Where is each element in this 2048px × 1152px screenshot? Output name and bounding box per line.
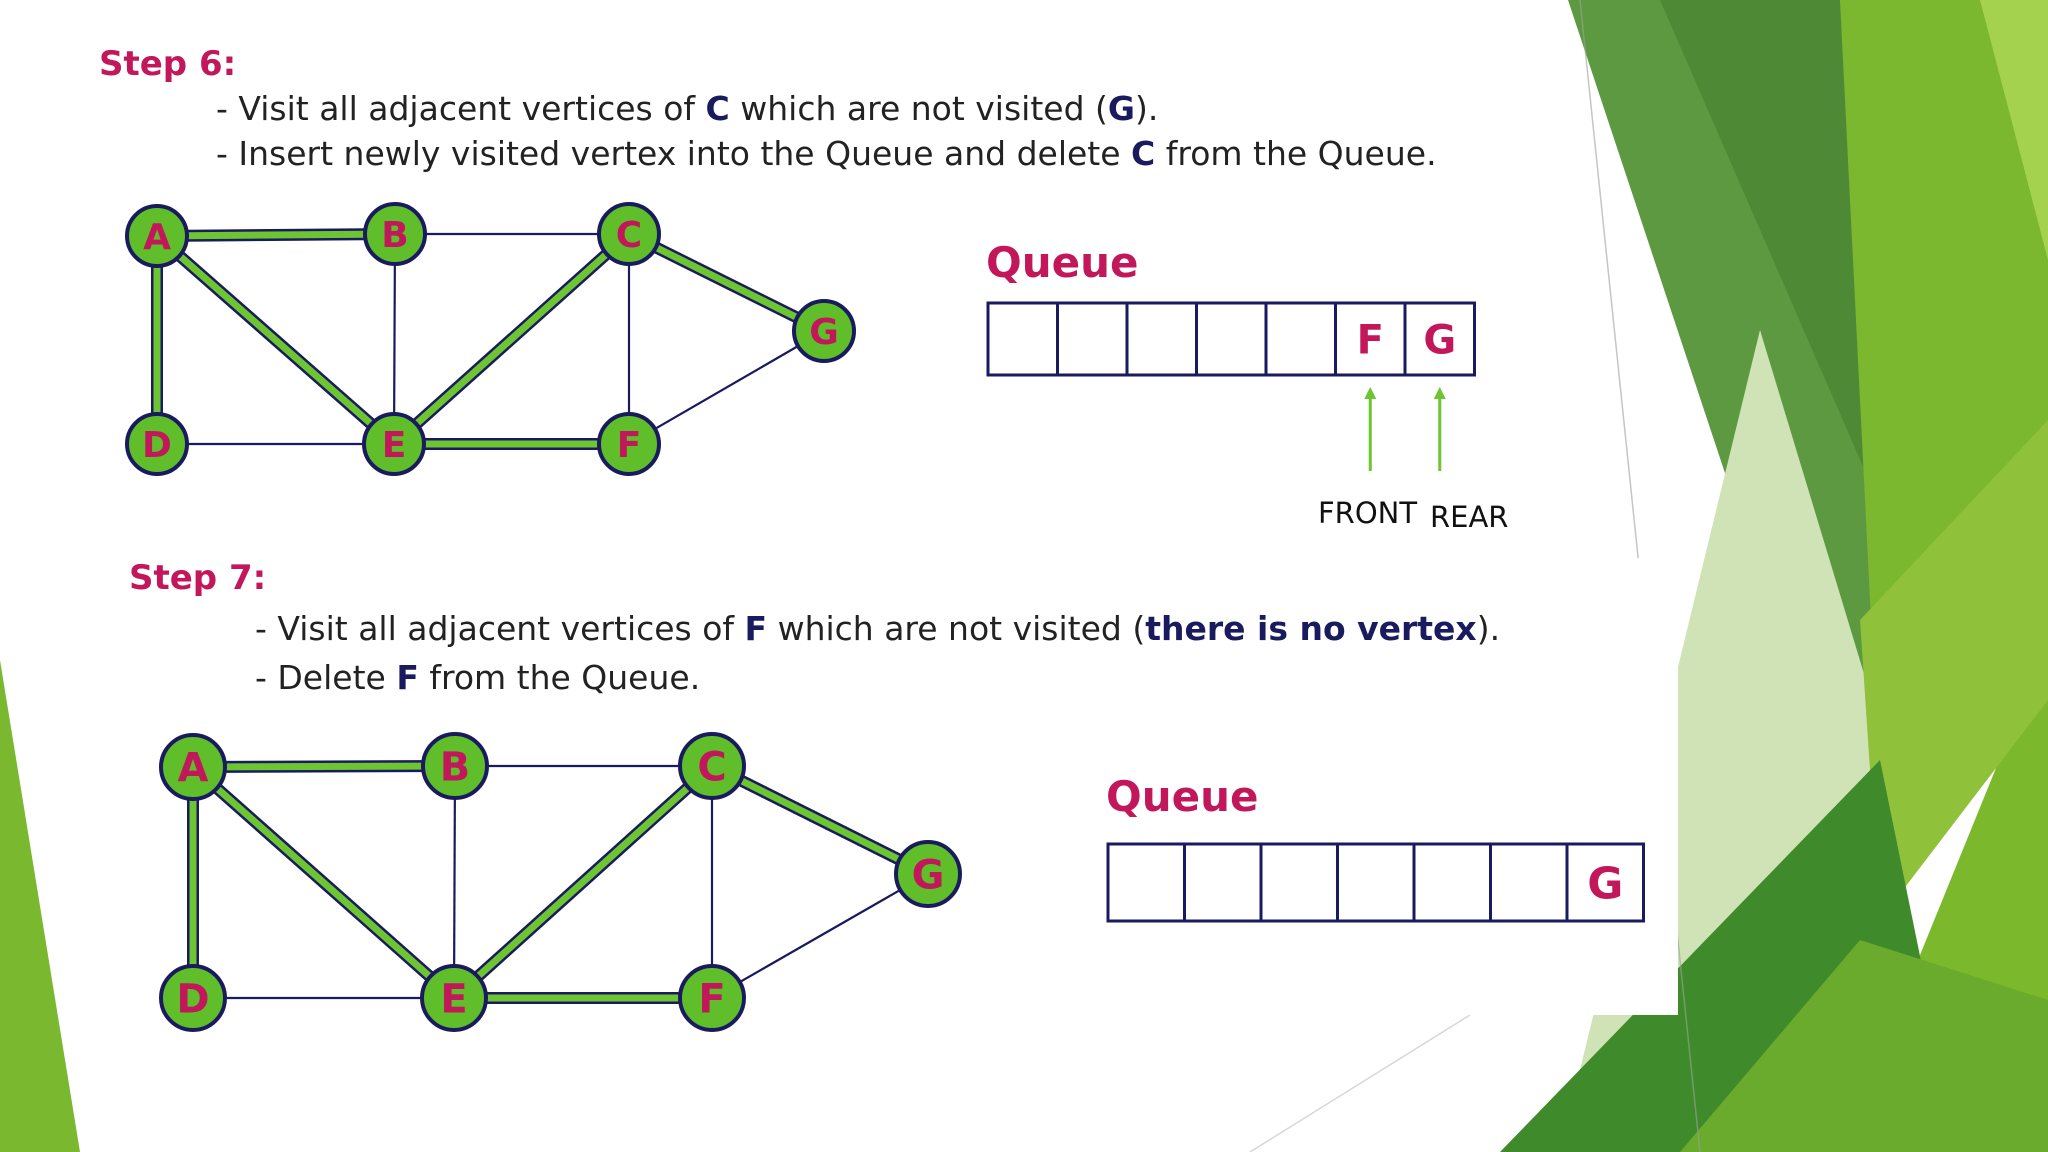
front-pointer-label: FRONT — [1318, 496, 1418, 530]
vertex-label: A — [178, 745, 209, 791]
step-6-line-1: - Visit all adjacent vertices of C which… — [216, 89, 1158, 128]
rear-pointer-label: REAR — [1430, 500, 1509, 534]
visited-edge-C-G — [623, 228, 830, 337]
vertex-label: D — [142, 425, 172, 466]
visited-edge-A-E — [151, 230, 400, 450]
bold-text: F — [744, 609, 768, 648]
vertex-B: B — [363, 202, 427, 266]
queue-cell — [1183, 842, 1263, 923]
vertex-label: F — [698, 976, 725, 1022]
step-7-line-2: - Delete F from the Queue. — [255, 658, 700, 697]
queue-cell — [1195, 301, 1268, 377]
edge-B-E — [392, 233, 397, 445]
queue-item: F — [1357, 317, 1384, 363]
vertex-C: C — [678, 732, 746, 800]
rear-arrow — [1433, 387, 1446, 471]
vertex-G: G — [894, 840, 962, 908]
text-segment: which are not visited ( — [729, 89, 1108, 128]
vertex-label: G — [912, 852, 945, 898]
vertex-G: G — [792, 299, 856, 363]
step-7-queue-title: Queue — [1106, 772, 1259, 821]
text-segment: which are not visited ( — [767, 609, 1146, 648]
vertex-F: F — [678, 964, 746, 1032]
queue-cell: G — [1403, 301, 1476, 377]
step-7-graph: A B C G D E F — [159, 732, 962, 1032]
front-arrow — [1364, 387, 1377, 471]
step-6-queue-title: Queue — [986, 238, 1139, 287]
text-segment: - Visit all adjacent vertices of — [216, 89, 706, 128]
step-7-queue: G — [1106, 842, 1645, 923]
queue-cell — [1336, 842, 1416, 923]
bold-text: F — [396, 658, 419, 697]
text-segment: - Insert newly visited vertex into the Q… — [216, 134, 1132, 173]
vertex-label: G — [809, 312, 839, 353]
queue-cell: F — [1334, 301, 1407, 377]
vertex-label: C — [697, 744, 726, 790]
queue-cell — [1264, 301, 1337, 377]
edge-F-G — [711, 873, 929, 999]
vertex-label: D — [176, 976, 209, 1022]
step-6-line-2: - Insert newly visited vertex into the Q… — [216, 134, 1437, 173]
visited-edge-C-G — [706, 760, 934, 880]
vertex-label: C — [616, 215, 642, 256]
bold-text: there is no vertex — [1145, 609, 1477, 648]
queue-cell — [1412, 842, 1492, 923]
queue-item: G — [1587, 858, 1623, 909]
text-segment: ). — [1476, 609, 1501, 648]
bold-text: C — [705, 89, 730, 128]
step-6-graph: A B C G D E F — [125, 202, 856, 476]
vertex-C: C — [597, 202, 661, 266]
vertex-A: A — [125, 204, 189, 268]
vertex-label: B — [381, 215, 408, 256]
bold-text: C — [1131, 134, 1156, 173]
text-segment: from the Queue. — [418, 658, 701, 697]
text-segment: - Delete — [255, 658, 397, 697]
queue-item: G — [1423, 317, 1456, 363]
visited-edge-A-B — [151, 228, 401, 242]
visited-edge-A-E — [187, 761, 460, 1004]
queue-cell — [1259, 842, 1339, 923]
vertex-F: F — [597, 412, 661, 476]
vertex-B: B — [421, 732, 489, 800]
vertex-label: E — [440, 976, 467, 1022]
vertex-A: A — [159, 733, 227, 801]
step-7-line-1: - Visit all adjacent vertices of F which… — [255, 609, 1500, 648]
text-segment: - Visit all adjacent vertices of — [255, 609, 745, 648]
queue-cell — [1489, 842, 1569, 923]
vertex-label: A — [143, 217, 171, 258]
step-6-label: Step 6: — [99, 44, 237, 84]
vertex-label: B — [440, 744, 471, 790]
text-segment: ). — [1134, 89, 1159, 128]
vertex-label: E — [382, 425, 407, 466]
queue-cell — [1056, 301, 1129, 377]
visited-edge-E-C — [388, 228, 635, 450]
vertex-D: D — [159, 964, 227, 1032]
vertex-E: E — [420, 964, 488, 1032]
queue-cell: G — [1565, 842, 1645, 923]
queue-cell — [1106, 842, 1186, 923]
step-7-label: Step 7: — [129, 558, 267, 598]
vertex-D: D — [125, 412, 189, 476]
visited-edge-A-B — [187, 760, 461, 773]
queue-cell — [986, 301, 1059, 377]
text-segment: from the Queue. — [1155, 134, 1437, 173]
bold-text: G — [1107, 89, 1135, 128]
vertex-E: E — [362, 412, 426, 476]
queue-cell — [1125, 301, 1198, 377]
edge-B-E — [452, 765, 457, 999]
vertex-label: F — [617, 425, 642, 466]
visited-edge-E-C — [448, 760, 718, 1004]
edge-F-G — [628, 330, 825, 445]
